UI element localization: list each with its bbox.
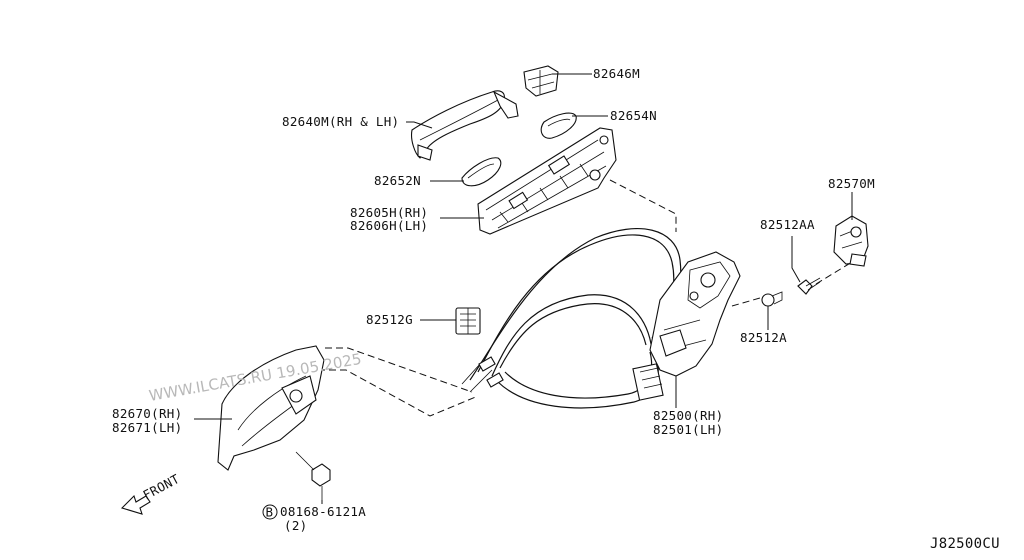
front-label: FRONT bbox=[140, 471, 182, 503]
bolt-badge: B bbox=[262, 504, 278, 520]
label-82570M: 82570M bbox=[828, 176, 875, 191]
label-82501: 82501(LH) bbox=[653, 422, 723, 437]
clip-82512G bbox=[455, 307, 481, 335]
diagram-code: J82500CU bbox=[930, 536, 1000, 552]
bolt-08168-6121A bbox=[295, 451, 331, 500]
front-direction-indicator bbox=[120, 494, 151, 515]
label-82671: 82671(LH) bbox=[112, 420, 182, 435]
handle-bracket-82605H bbox=[477, 127, 617, 235]
label-82640M: 82640M(RH & LH) bbox=[282, 114, 399, 129]
label-08168-6121A: 08168-6121A bbox=[280, 504, 366, 519]
striker-82570M bbox=[833, 215, 869, 267]
label-82512AA: 82512AA bbox=[760, 217, 815, 232]
label-82652N: 82652N bbox=[374, 173, 421, 188]
screw-82512AA bbox=[797, 277, 821, 295]
label-82646M: 82646M bbox=[593, 66, 640, 81]
label-bolt-qty: (2) bbox=[284, 518, 307, 533]
door-lock-actuator-82500 bbox=[632, 251, 741, 401]
inside-handle-82670 bbox=[217, 345, 325, 471]
label-82606H: 82606H(LH) bbox=[350, 218, 428, 233]
handle-cap-82646M bbox=[523, 65, 559, 97]
dashed-link-lines bbox=[318, 179, 853, 417]
badge-letter: B bbox=[266, 505, 274, 520]
gasket-82652N bbox=[461, 157, 502, 187]
label-82670: 82670(RH) bbox=[112, 406, 182, 421]
label-82512A: 82512A bbox=[740, 330, 787, 345]
label-82654N: 82654N bbox=[610, 108, 657, 123]
leader-lines bbox=[194, 73, 853, 504]
gasket-82654N bbox=[540, 112, 577, 139]
label-82512G: 82512G bbox=[366, 312, 413, 327]
outside-handle-82640M bbox=[411, 90, 519, 161]
label-82605H: 82605H(RH) bbox=[350, 205, 428, 220]
screw-82512A bbox=[761, 291, 783, 307]
label-82500: 82500(RH) bbox=[653, 408, 723, 423]
